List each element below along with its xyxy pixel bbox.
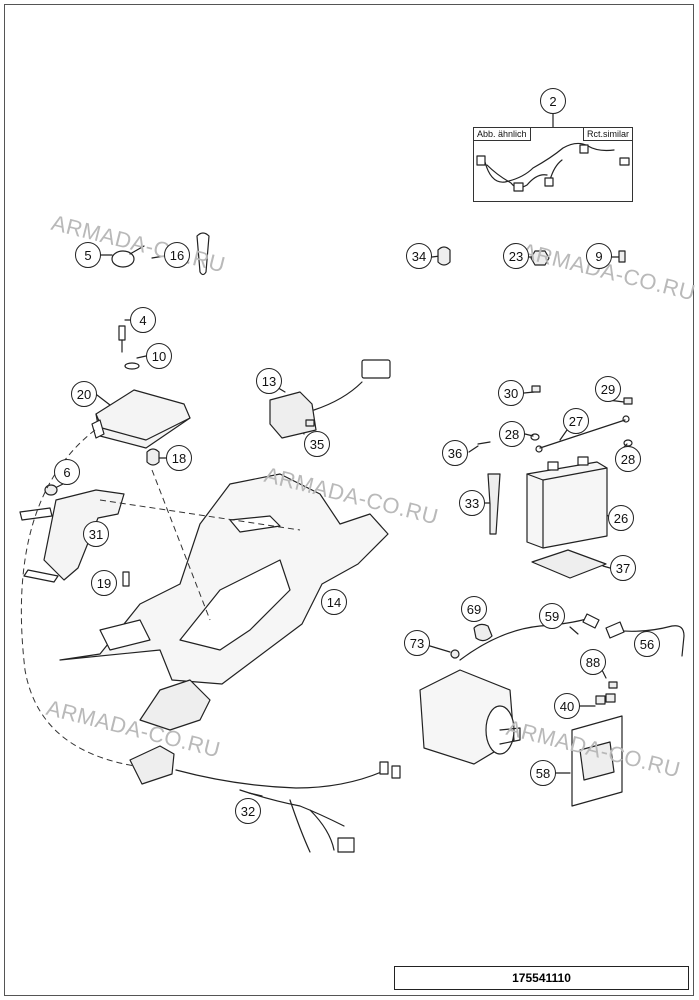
callout-28: 28 [615, 446, 641, 472]
callout-29: 29 [595, 376, 621, 402]
part-number-box: 175541110 [394, 966, 689, 990]
callout-18: 18 [166, 445, 192, 471]
callout-19: 19 [91, 570, 117, 596]
callout-16: 16 [164, 242, 190, 268]
callout-13: 13 [256, 368, 282, 394]
callout-28: 28 [499, 421, 525, 447]
callout-23: 23 [503, 243, 529, 269]
callout-73: 73 [404, 630, 430, 656]
callout-6: 6 [54, 459, 80, 485]
callout-20: 20 [71, 381, 97, 407]
callout-34: 34 [406, 243, 432, 269]
callout-26: 26 [608, 505, 634, 531]
callout-4: 4 [130, 307, 156, 333]
callout-10: 10 [146, 343, 172, 369]
callout-5: 5 [75, 242, 101, 268]
callout-32: 32 [235, 798, 261, 824]
drawing-frame [4, 4, 694, 996]
callout-35: 35 [304, 431, 330, 457]
callout-40: 40 [554, 693, 580, 719]
callout-33: 33 [459, 490, 485, 516]
callout-37: 37 [610, 555, 636, 581]
callout-36: 36 [442, 440, 468, 466]
callout-59: 59 [539, 603, 565, 629]
callout-58: 58 [530, 760, 556, 786]
callout-9: 9 [586, 243, 612, 269]
callout-14: 14 [321, 589, 347, 615]
callout-27: 27 [563, 408, 589, 434]
similar-label-de: Abb. ähnlich [474, 128, 531, 141]
callout-30: 30 [498, 380, 524, 406]
callout-69: 69 [461, 596, 487, 622]
callout-31: 31 [83, 521, 109, 547]
similar-label-en: Rct.similar [583, 128, 632, 141]
callout-56: 56 [634, 631, 660, 657]
callout-88: 88 [580, 649, 606, 675]
callout-2: 2 [540, 88, 566, 114]
similar-illustration-box: Abb. ähnlich Rct.similar [473, 127, 633, 202]
